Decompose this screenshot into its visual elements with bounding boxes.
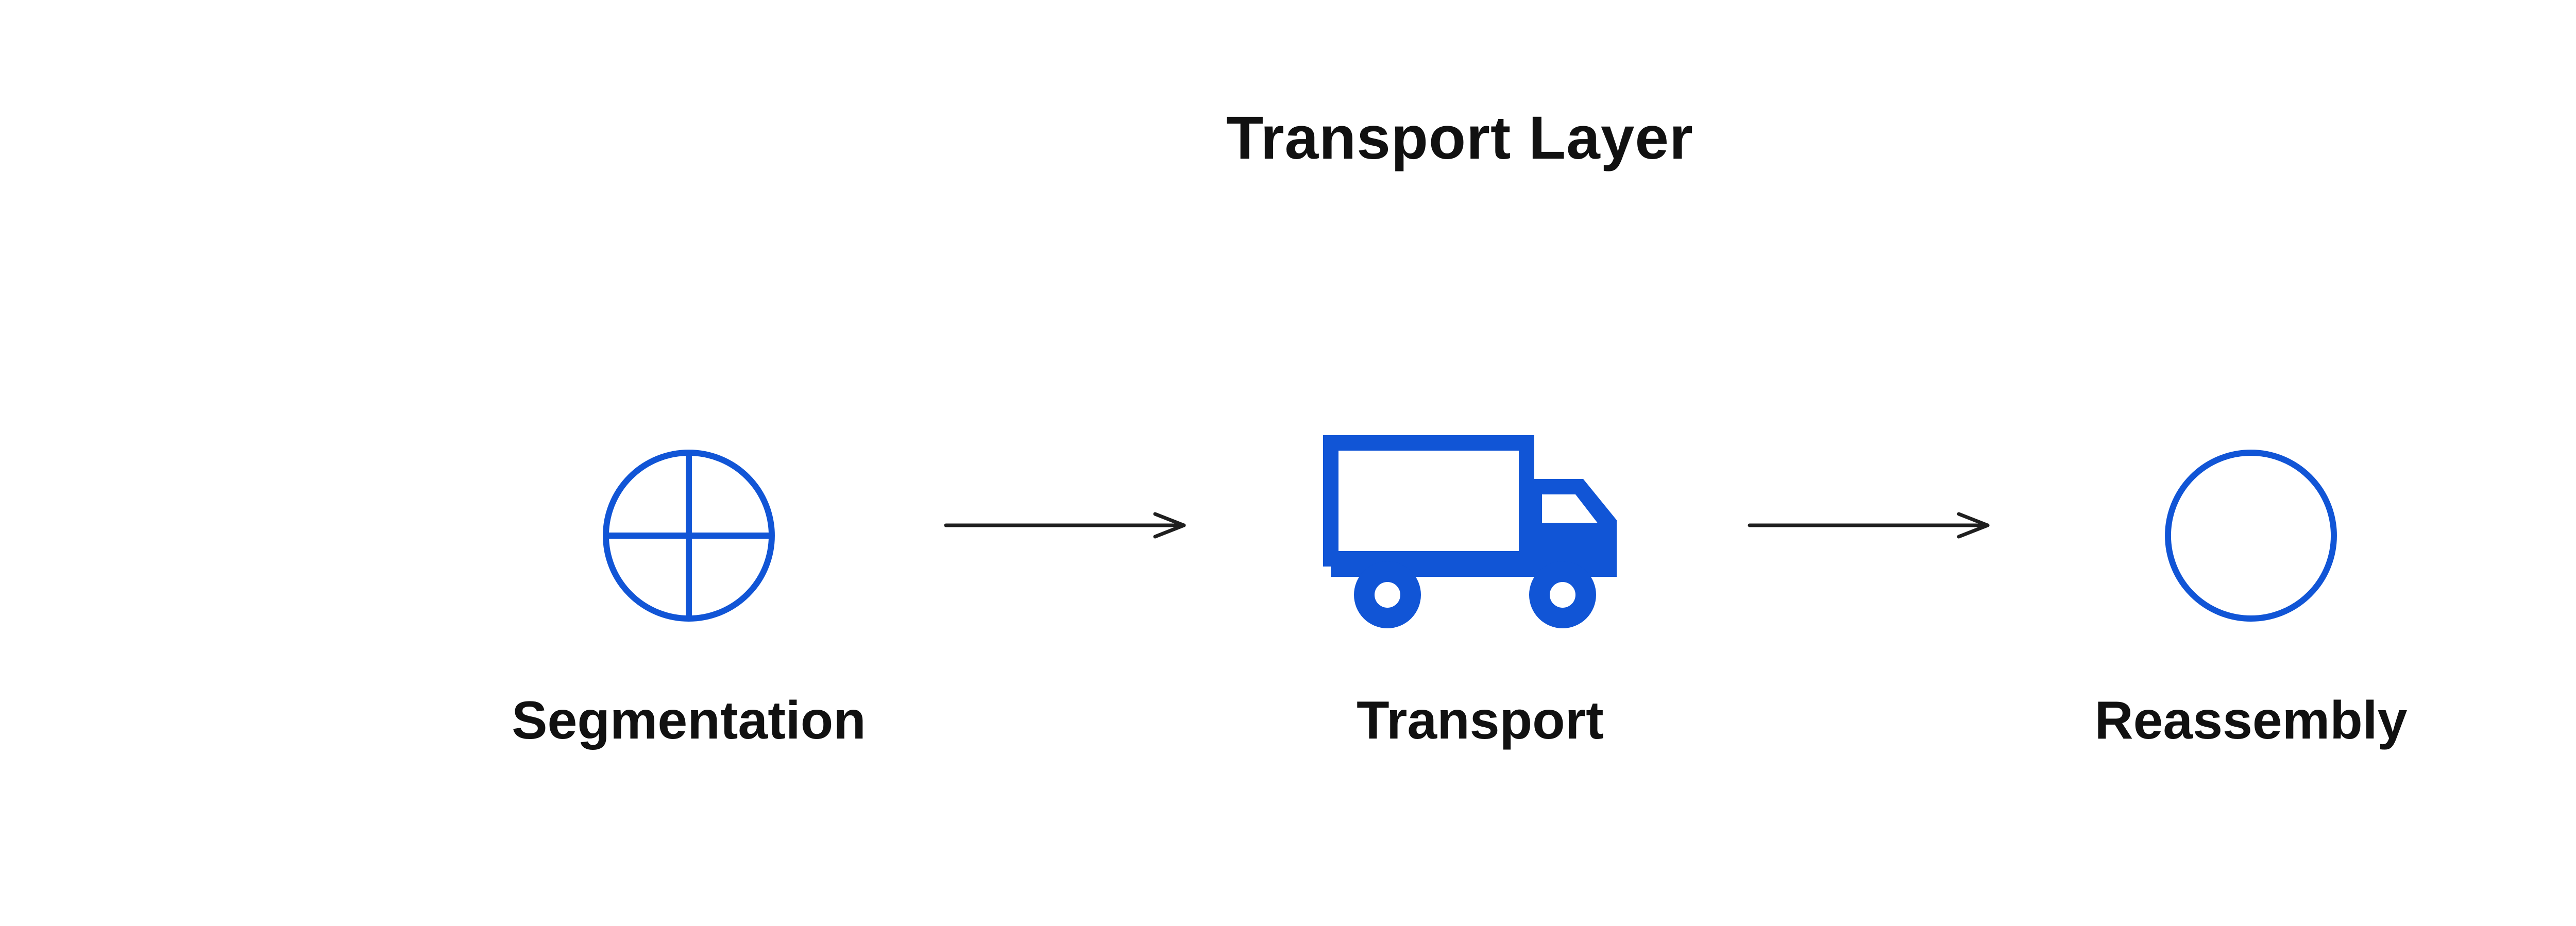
- step-reassembly: Reassembly: [1890, 427, 2576, 751]
- step-label-segmentation: Segmentation: [512, 691, 866, 750]
- arrow-right-icon: [1747, 510, 1994, 541]
- step-transport: Transport: [1120, 427, 1841, 751]
- step-label-transport: Transport: [1357, 691, 1604, 750]
- segmented-circle-icon: [328, 427, 1049, 644]
- step-label-reassembly: Reassembly: [2094, 691, 2408, 750]
- arrow-right-icon: [943, 510, 1190, 541]
- truck-icon: [1120, 427, 1841, 644]
- circle-icon: [1890, 427, 2576, 644]
- diagram-title: Transport Layer: [1226, 104, 1693, 172]
- step-segmentation: Segmentation: [328, 427, 1049, 751]
